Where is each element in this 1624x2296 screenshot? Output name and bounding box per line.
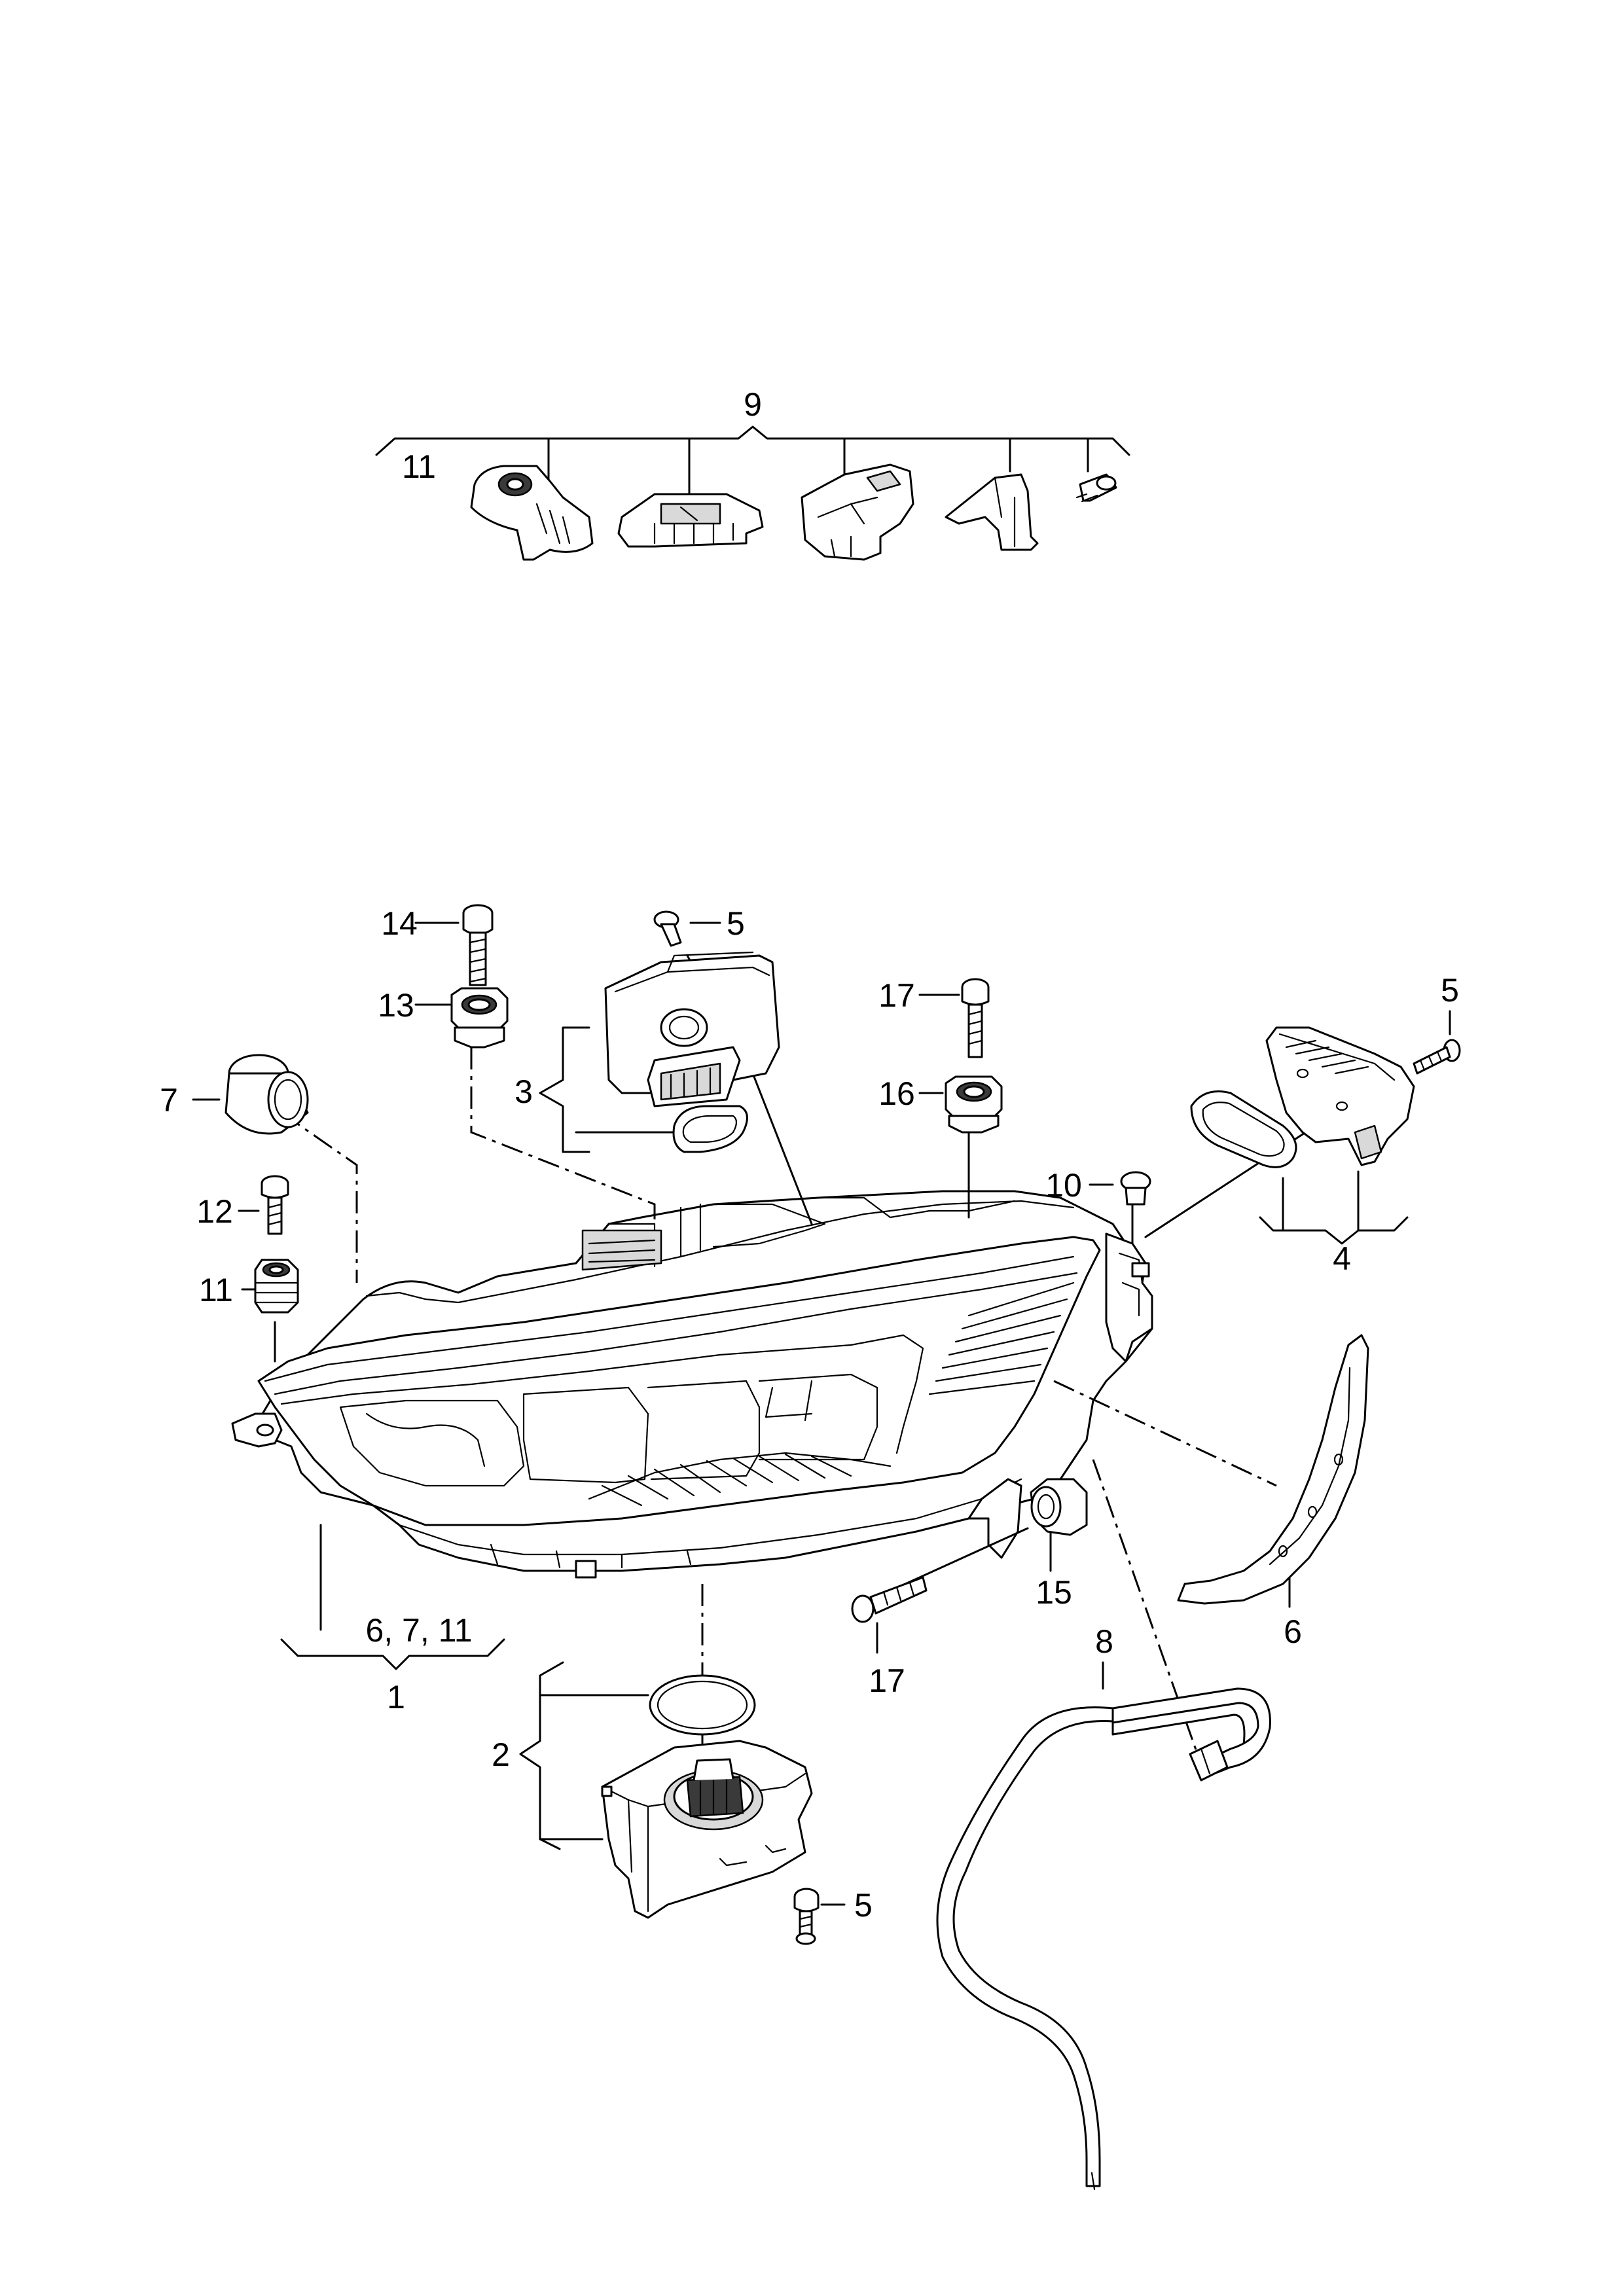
callout-5-top: 5 [727, 905, 745, 942]
push-pin-10[interactable] [1120, 1171, 1151, 1206]
bracket-part-angle[interactable] [945, 473, 1039, 551]
callout-labels: 9 11 14 13 5 3 17 16 5 10 4 7 12 11 6, 7… [160, 386, 1459, 1924]
clip-15[interactable] [1030, 1478, 1088, 1536]
callout-6-7-11: 6, 7, 11 [365, 1612, 472, 1649]
adjuster-11[interactable] [254, 1259, 299, 1314]
headlight-assembly-1[interactable] [231, 1190, 1153, 1579]
callout-17-top: 17 [878, 977, 915, 1014]
bracket-kit-group-9 [375, 425, 1130, 561]
trim-strip-6[interactable] [1177, 1334, 1369, 1605]
screw-12[interactable] [261, 1175, 289, 1235]
callout-14: 14 [381, 905, 418, 942]
callout-15: 15 [1036, 1574, 1072, 1611]
screw-5-bottom[interactable] [793, 1888, 820, 1945]
callout-6: 6 [1284, 1613, 1302, 1650]
leader-lines [192, 922, 1451, 1906]
callout-8: 8 [1095, 1623, 1113, 1660]
callout-10: 10 [1045, 1167, 1082, 1204]
callout-16: 16 [878, 1075, 915, 1112]
screw-17-top[interactable] [961, 978, 990, 1058]
bracket-part-11[interactable] [470, 465, 594, 561]
screw-5-right[interactable] [1413, 1039, 1461, 1075]
callout-17-bottom: 17 [869, 1662, 905, 1699]
callout-13: 13 [378, 987, 414, 1024]
vent-hose-8[interactable] [936, 1687, 1271, 2191]
callout-12: 12 [196, 1193, 233, 1230]
control-module-4[interactable] [1265, 1026, 1415, 1166]
small-screw-9[interactable] [1075, 473, 1117, 503]
callout-9: 9 [744, 386, 762, 423]
callout-11-left: 11 [199, 1272, 233, 1308]
control-module-3[interactable] [604, 951, 780, 1107]
rubber-mount-16[interactable] [945, 1075, 1003, 1134]
gasket-3[interactable] [672, 1105, 748, 1153]
cover-cap-7[interactable] [225, 1054, 309, 1135]
bracket-part-housing[interactable] [801, 463, 914, 561]
screw-14[interactable] [462, 904, 494, 986]
filter-ring-2[interactable] [649, 1674, 756, 1736]
rubber-mount-13[interactable] [450, 987, 509, 1049]
screw-17-bottom[interactable] [851, 1576, 928, 1623]
callout-7: 7 [160, 1082, 178, 1119]
callout-2: 2 [492, 1736, 510, 1773]
callout-5-right: 5 [1441, 972, 1459, 1009]
callout-1: 1 [387, 1679, 405, 1715]
gasket-4[interactable] [1190, 1090, 1297, 1168]
callout-5-bottom: 5 [854, 1887, 873, 1924]
callout-3: 3 [514, 1073, 533, 1110]
bracket-part-long[interactable] [617, 493, 764, 548]
callout-11-top: 11 [402, 448, 436, 485]
screw-5-top[interactable] [653, 910, 682, 947]
led-module-2[interactable] [601, 1740, 813, 1919]
callout-4: 4 [1333, 1240, 1351, 1277]
